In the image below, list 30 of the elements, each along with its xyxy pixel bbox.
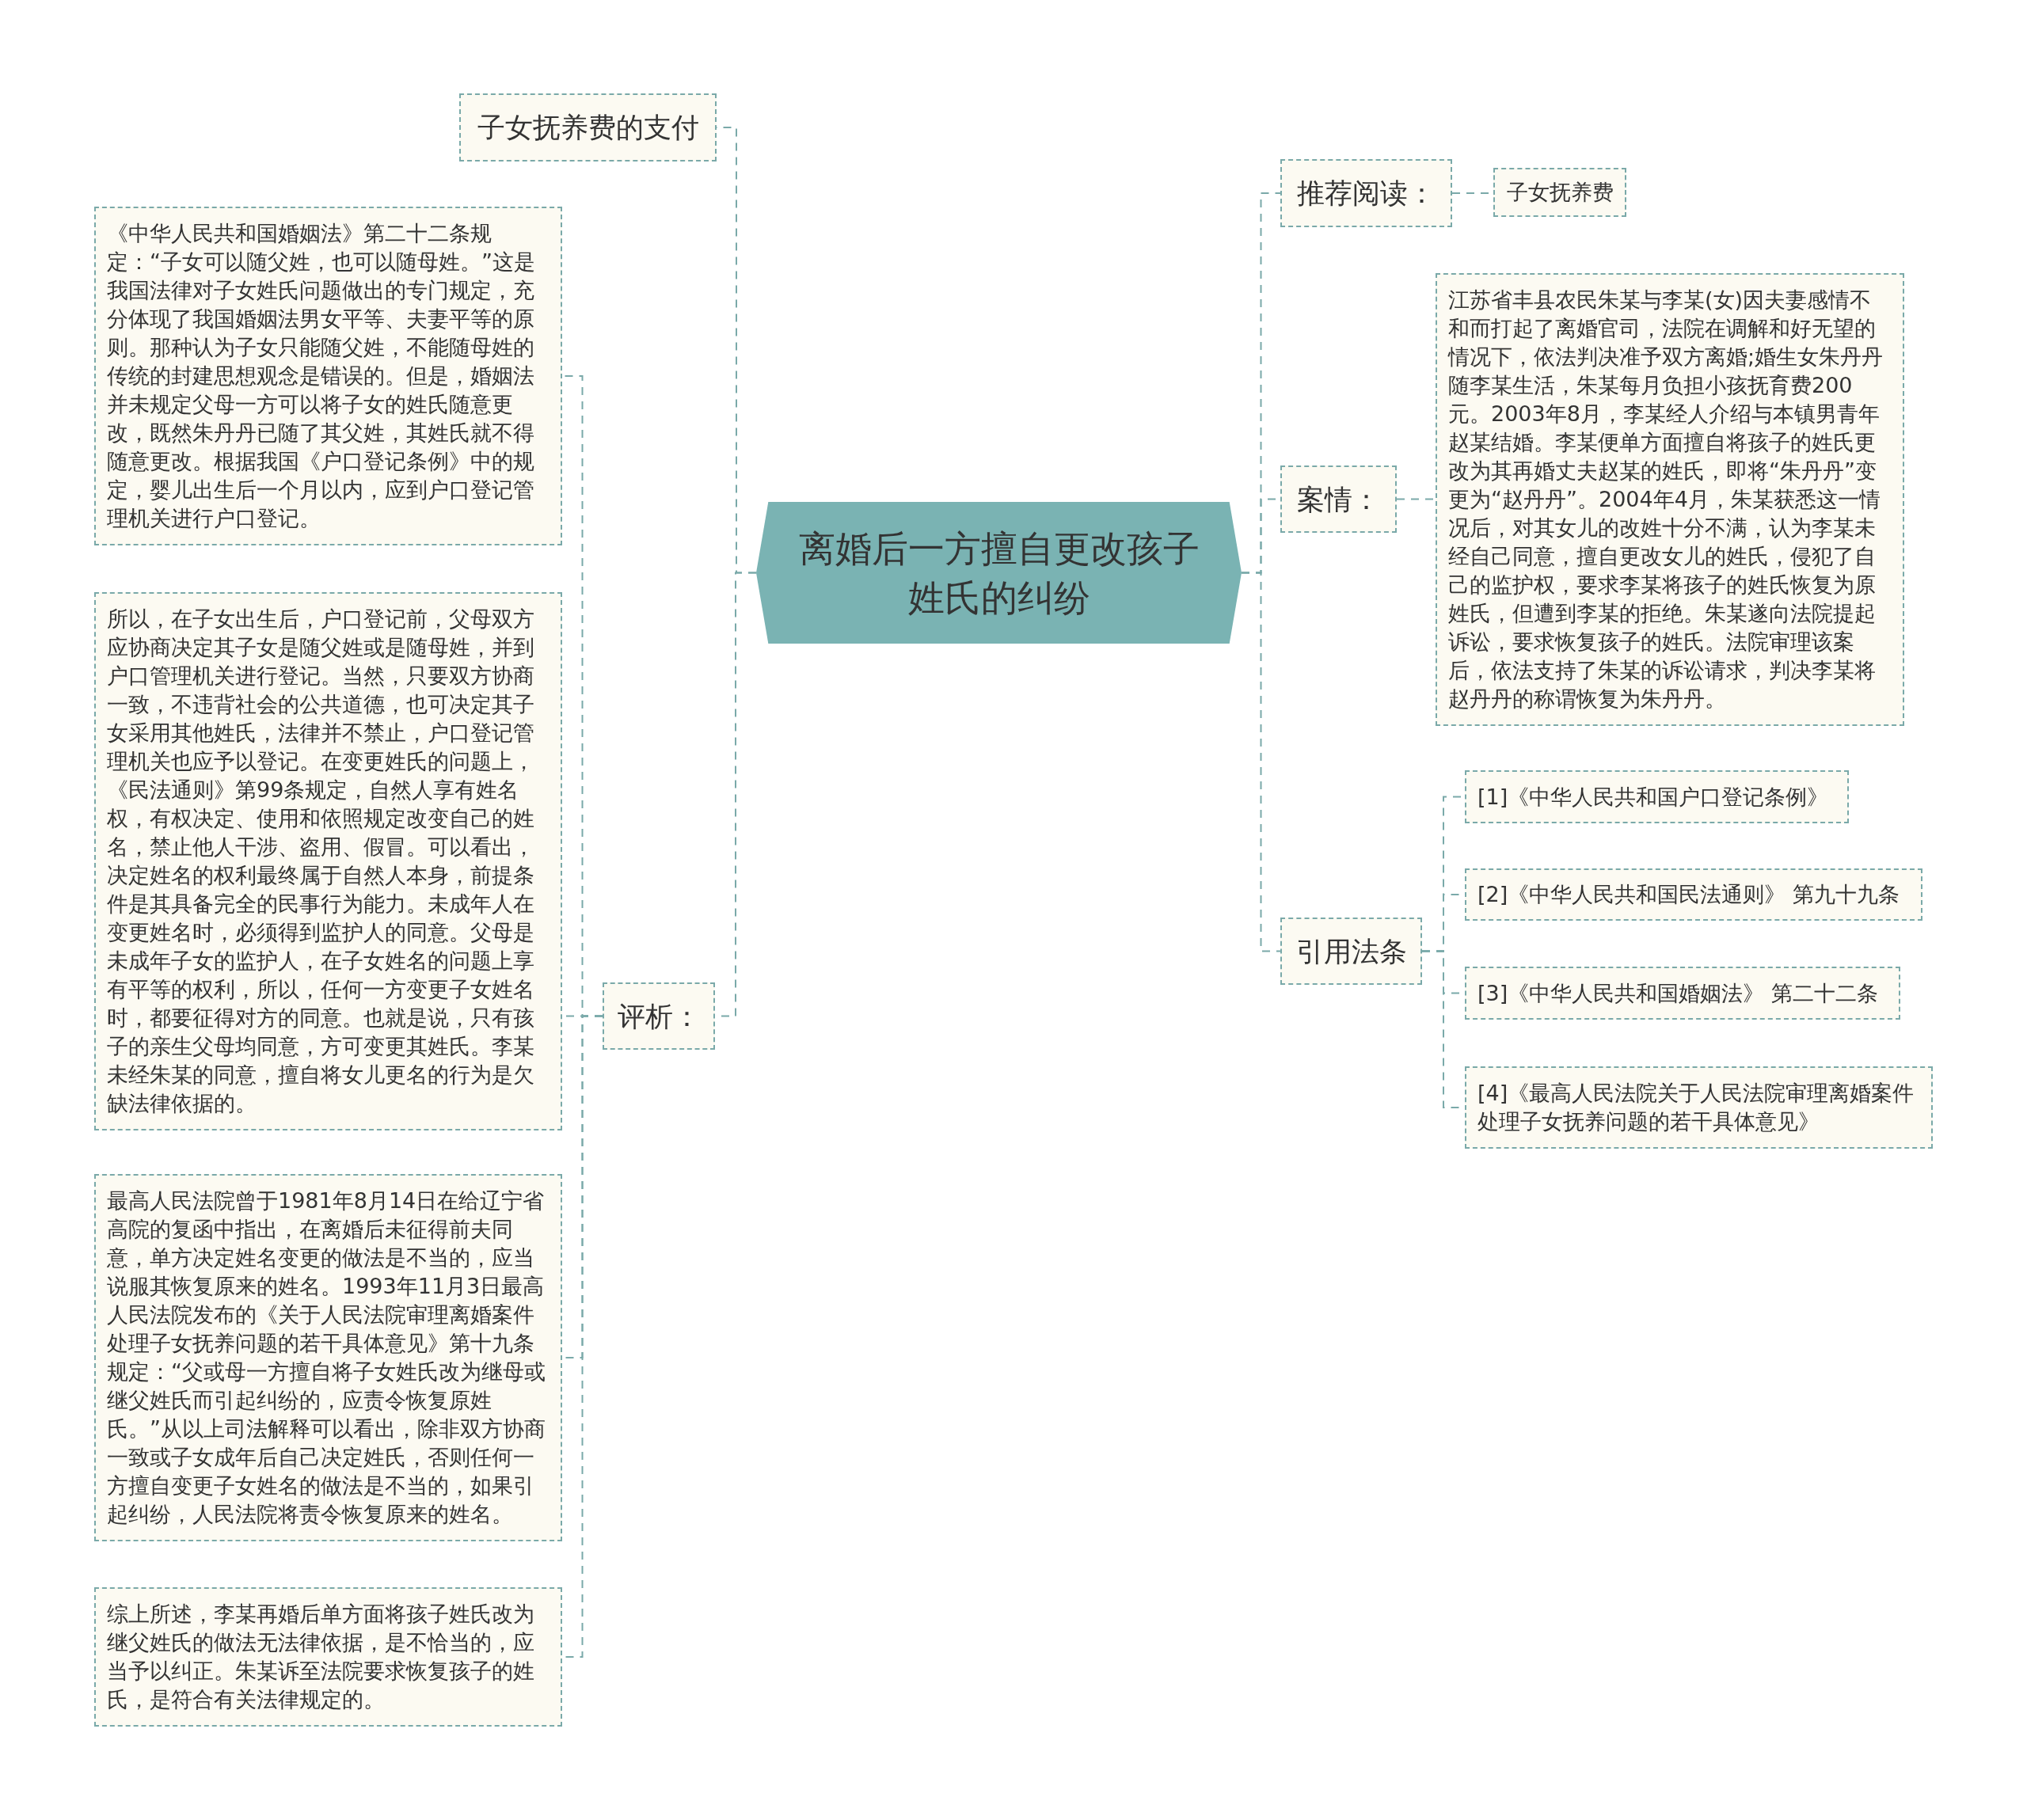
paragraph: 江苏省丰县农民朱某与李某(女)因夫妻感情不和而打起了离婚官司，法院在调解和好无望的情况下，依法判决准予双方离婚;婚生女朱丹丹随李某生活，朱某每月负担小孩抚育费200元。2003年8月，李某经人介绍与本镇男青年赵某结婚。李某便单方面擅自将孩子的姓氏更改为其再婚丈夫赵某的姓氏，即将“朱丹丹”变更为“赵丹丹”。2004年4月，朱某获悉这一情况后，对其女儿的改姓十分不满，认为李某未经自己同意，擅自更改女儿的姓氏，侵犯了自己的监护权，要求李某将孩子的姓氏恢复为原姓氏，但遭到李某的拒绝。朱某遂向法院提起诉讼，要求恢复孩子的姓氏。法院审理该案后，依法支持了朱某的诉讼请求，判决李某将赵丹丹的称谓恢复为朱丹丹。 [1448, 287, 1884, 712]
topic-box [603, 982, 715, 1050]
topic-box [1280, 918, 1422, 985]
paragraph: 最高人民法院曾于1981年8月14日在给辽宁省高院的复函中指出，在离婚后未征得前夫同意，单方决定姓名变更的做法是不当的，应当说服其恢复原来的姓名。1993年11月3日最高人民法院发布的《关于人民法院审理离婚案件处理子女抚养问题的若干具体意见》第十九条规定：“父或母一方擅自将子女姓氏改为继母或继父姓氏而引起纠纷的，应责令恢复原姓氏。”从以上司法解释可以看出，除非双方协商一致或子女成年后自己决定姓氏，否则任何一方擅自变更子女姓名的做法是不当的，如果引起纠纷，人民法院将责令恢复原来的姓名。 [107, 1187, 546, 1528]
paragraph: 《中华人民共和国婚姻法》第二十二条规定：“子女可以随父姓，也可以随母姓。”这是我国法律对子女姓氏问题做出的专门规定，充分体现了我国婚姻法男女平等、夫妻平等的原则。那种认为子女只能随父姓，不能随母姓的传统的封建思想观念是错误的。但是，婚姻法并未规定父母一方可以将子女的姓氏随意更改，既然朱丹丹已随了其父姓，其姓氏就不得随意更改。根据我国《户口登记条例》中的规定，婴儿出生后一个月以内，应到户口登记管理机关进行户口登记。 [107, 220, 536, 532]
reference-box [1465, 967, 1900, 1020]
paragraph: 所以，在子女出生后，户口登记前，父母双方应协商决定其子女是随父姓或是随母姓，并到户口管理机关进行登记。当然，只要双方协商一致，不违背社会的公共道德，也可决定其子女采用其他姓氏，法律并不禁止，户口登记管理机关也应予以登记。在变更姓氏的问题上，《民法通则》第99条规定，自然人享有姓名权，有权决定、使用和依照规定改变自己的姓名，禁止他人干涉、盗用、假冒。可以看出，决定姓名的权利最终属于自然人本身，前提条件是其具备完全的民事行为能力。未成年人在变更姓名时，必须得到监护人的同意。父母是未成年子女的监护人，在子女姓名的问题上享有平等的权利，所以，任何一方变更子女姓名时，都要征得对方的同意。也就是说，只有孩子的亲生父母均同意，方可变更其姓氏。李某未经朱某的同意，擅自将女儿更名的行为是欠缺法律依据的。 [107, 606, 535, 1117]
reference-box [1465, 770, 1849, 823]
paragraph: 综上所述，李某再婚后单方面将孩子姓氏改为继父姓氏的做法无法律依据，是不恰当的，应当予以纠正。朱某诉至法院要求恢复孩子的姓氏，是符合有关法律规定的。 [107, 1601, 535, 1713]
topic-box [459, 93, 717, 161]
text-card [94, 207, 562, 545]
topic-label: 评析： [617, 1000, 701, 1032]
topic-label: 案情： [1297, 483, 1380, 515]
reference-box [1465, 868, 1922, 921]
connector-line [1241, 572, 1281, 952]
text-card [94, 1587, 562, 1727]
topic-label: 子女抚养费的支付 [477, 112, 699, 143]
topic-label: [3]《中华人民共和国婚姻法》 第二十二条 [1477, 979, 1878, 1007]
reference-box [1465, 1066, 1933, 1149]
topic-label: [2]《中华人民共和国民法通则》 第九十九条 [1477, 881, 1900, 908]
topic-label: 引用法条 [1295, 935, 1407, 967]
topic-title: 离婚后一方擅自更改孩子姓氏的纠纷 [797, 526, 1200, 621]
topic-box [1493, 168, 1626, 217]
central-topic [756, 502, 1242, 644]
topic-label: 推荐阅读： [1297, 177, 1436, 209]
topic-label: 子女抚养费 [1506, 179, 1614, 206]
topic-label: [4]《最高人民法院关于人民法院审理离婚案件处理子女抚养问题的若干具体意见》 [1477, 1080, 1915, 1135]
topic-box [1280, 159, 1452, 227]
topic-label: [1]《中华人民共和国户口登记条例》 [1477, 783, 1829, 811]
topic-box [1280, 465, 1397, 533]
